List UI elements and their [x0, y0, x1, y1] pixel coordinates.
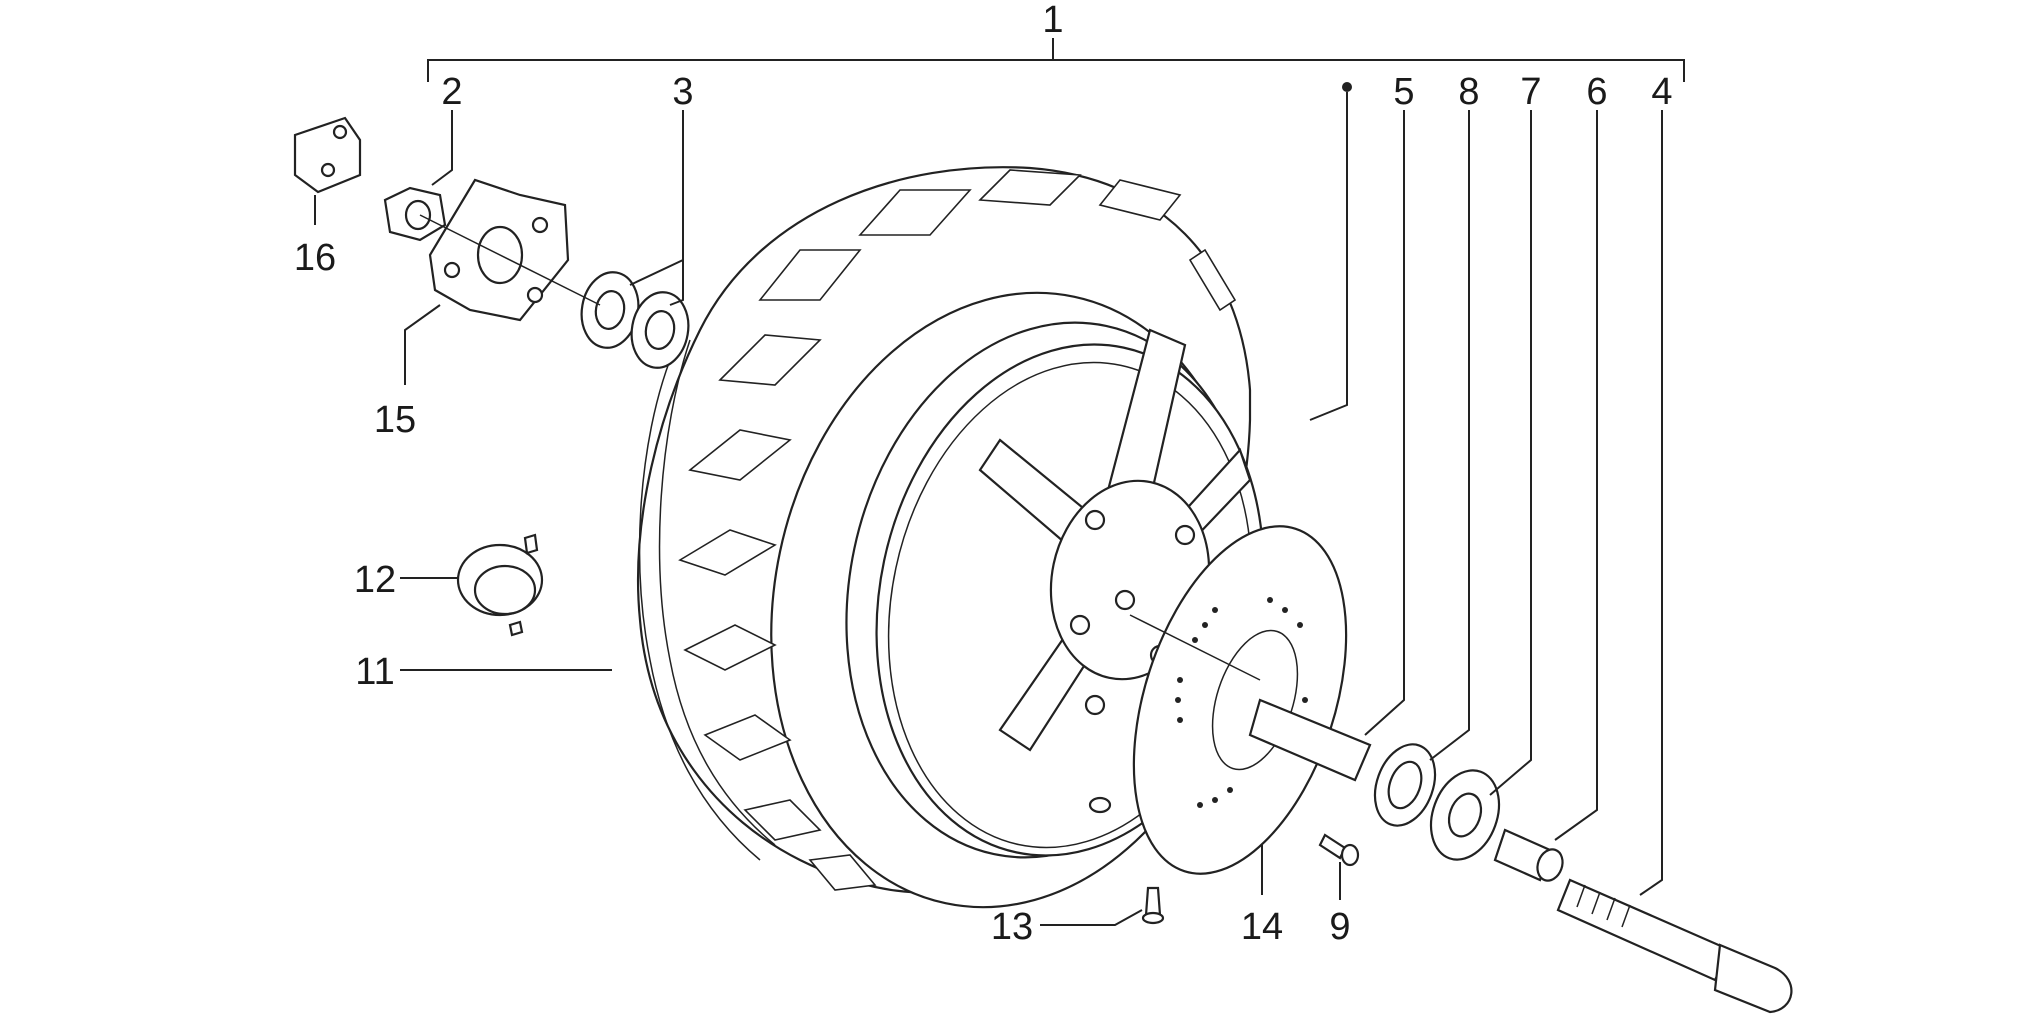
clamp-bracket — [293, 116, 362, 194]
label-part-11: 11 — [355, 651, 394, 693]
brake-disc — [1132, 525, 1348, 875]
axle-assembly — [1248, 698, 1793, 1014]
tire-valve — [1141, 886, 1165, 925]
leader-lines — [314, 38, 1685, 926]
label-part-6: 6 — [1586, 71, 1607, 113]
label-part-2: 2 — [441, 71, 462, 113]
label-part-14: 14 — [1241, 906, 1283, 948]
label-part-9: 9 — [1329, 906, 1350, 948]
label-part-5: 5 — [1393, 71, 1414, 113]
hub-nut — [383, 186, 447, 242]
leader-dot — [1342, 82, 1352, 92]
disc-screw — [1318, 833, 1360, 867]
label-part-13: 13 — [991, 906, 1033, 948]
label-part-3: 3 — [672, 71, 693, 113]
label-part-16: 16 — [294, 237, 336, 279]
label-part-7: 7 — [1520, 71, 1541, 113]
hub-flange — [428, 178, 570, 322]
label-part-1: 1 — [1042, 0, 1063, 41]
hub-bearings — [580, 271, 690, 369]
label-part-12: 12 — [354, 559, 396, 601]
label-part-4: 4 — [1651, 71, 1672, 113]
label-part-8: 8 — [1458, 71, 1479, 113]
speedometer-drive-ring — [456, 533, 544, 637]
label-part-15: 15 — [374, 399, 416, 441]
